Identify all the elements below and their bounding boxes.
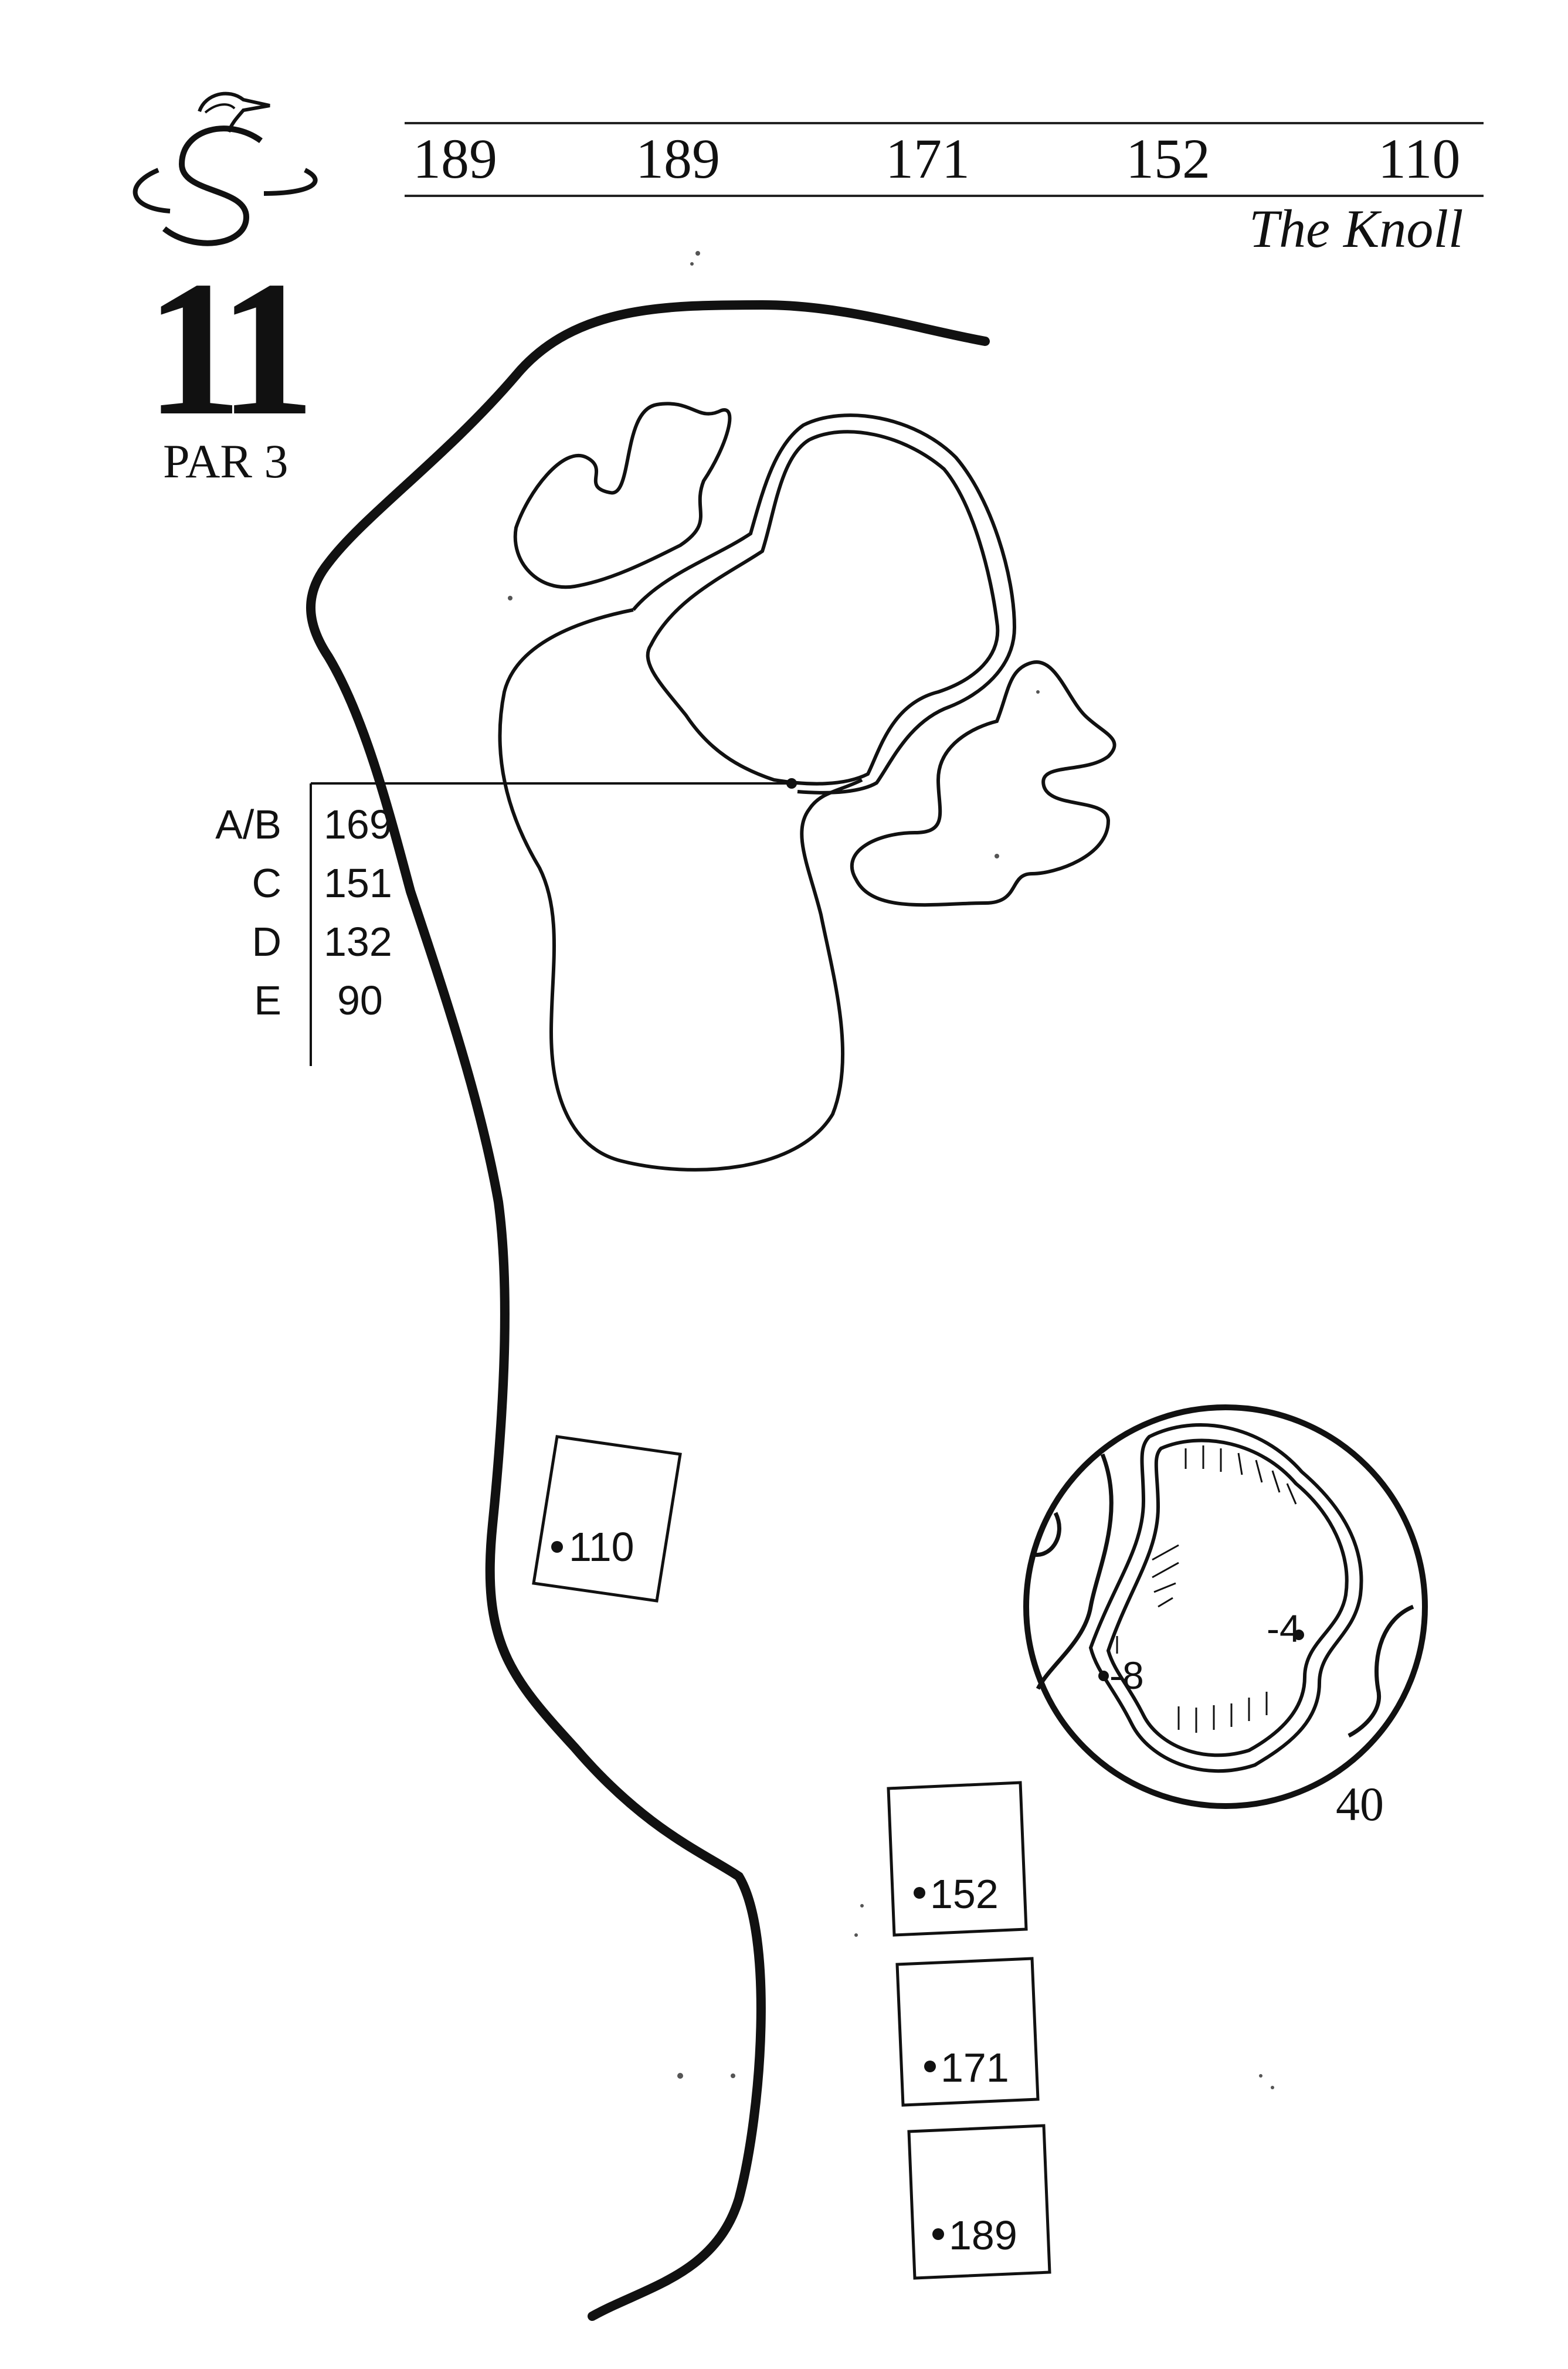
tee-box-171 — [895, 1957, 1040, 2107]
bunker-left — [513, 402, 732, 589]
green-depth-label: 40 — [1336, 1777, 1384, 1831]
distance-table-yards-3: 90 — [337, 978, 383, 1023]
distance-table-tee-3: E — [254, 978, 281, 1023]
bunker-right — [850, 660, 1116, 907]
distance-table-tee-1: C — [252, 860, 281, 906]
green-slope-left: -8 — [1109, 1654, 1144, 1697]
tee-label-110: 110 — [569, 1524, 634, 1570]
tee-label-189: 189 — [949, 2212, 1017, 2258]
green-outline — [646, 430, 1000, 786]
hole-number: 11 — [145, 242, 315, 456]
green-slope-right: -4 — [1267, 1607, 1301, 1650]
distance-table-yards-0: 169 — [324, 802, 392, 847]
yardage-3: 171 — [885, 127, 970, 190]
yardage-bar: 189 189 171 152 110 — [405, 122, 1484, 197]
tee-box-152 — [887, 1781, 1028, 1937]
distance-table-yards-1: 151 — [324, 860, 392, 906]
tee-label-171: 171 — [941, 2045, 1009, 2090]
yardage-5: 110 — [1378, 127, 1461, 190]
green-detail — [1023, 1404, 1428, 1809]
tee-box-110 — [532, 1435, 682, 1603]
swan-s-logo-icon — [133, 91, 318, 246]
boundary-line — [306, 300, 990, 2321]
yardage-2: 189 — [636, 127, 720, 190]
tee-label-152: 152 — [930, 1871, 999, 1917]
tee-box-189 — [907, 2124, 1051, 2280]
distance-table-tee-2: D — [252, 919, 281, 965]
par-label: PAR 3 — [163, 435, 289, 488]
pin-marker — [786, 778, 797, 789]
distance-table-yards-2: 132 — [324, 919, 392, 965]
hole-name: The Knoll — [1249, 199, 1464, 259]
yardage-4: 152 — [1126, 127, 1210, 190]
green-collar-outline — [632, 413, 1017, 795]
yardage-1: 189 — [413, 127, 497, 190]
distance-table-tee-0: A/B — [215, 802, 281, 847]
fairway-outline — [498, 608, 863, 1172]
